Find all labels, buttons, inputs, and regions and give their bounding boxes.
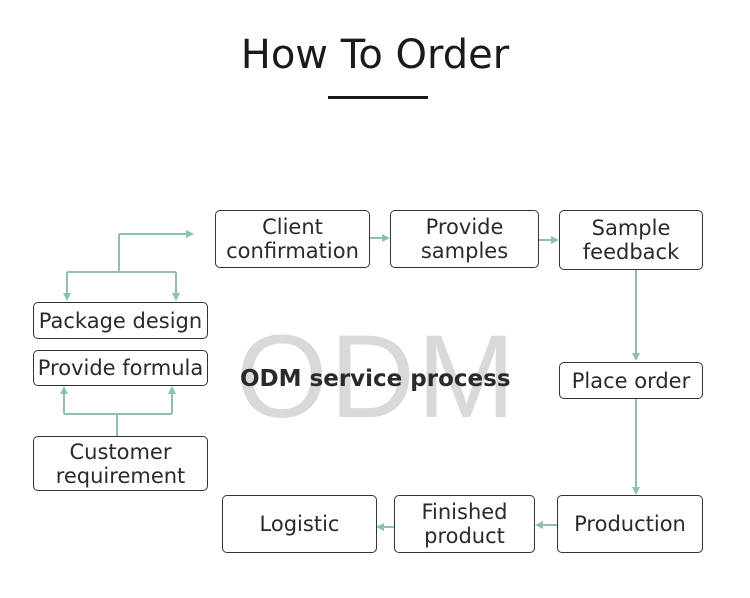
step-production: Production [557,495,703,553]
arrowhead-down-2 [632,487,640,495]
step-finished-product: Finished product [394,495,535,553]
step-package-design: Package design [33,302,208,339]
arrowhead-down-1 [632,353,640,361]
step-client-confirmation: Client confirmation [215,210,370,268]
center-label: ODM service process [240,366,511,392]
arrowhead-up-left [60,386,68,394]
arrowhead-down-right [172,293,180,301]
arrowhead-up-right [168,386,176,394]
step-place-order: Place order [559,362,703,399]
step-customer-requirement: Customer requirement [33,436,208,491]
arrowhead-right-1 [382,234,390,242]
arrowhead-right-top [186,230,194,238]
arrowhead-down-left [63,293,71,301]
arrowhead-left-1 [535,521,543,529]
odm-watermark: ODM [236,311,518,443]
step-provide-samples: Provide samples [390,210,539,268]
step-logistic: Logistic [222,495,377,553]
step-sample-feedback: Sample feedback [559,210,703,270]
arrowhead-left-2 [376,523,384,531]
title-underline [328,96,428,99]
arrowhead-right-2 [551,236,559,244]
step-provide-formula: Provide formula [33,350,208,386]
page-title: How To Order [240,32,510,78]
